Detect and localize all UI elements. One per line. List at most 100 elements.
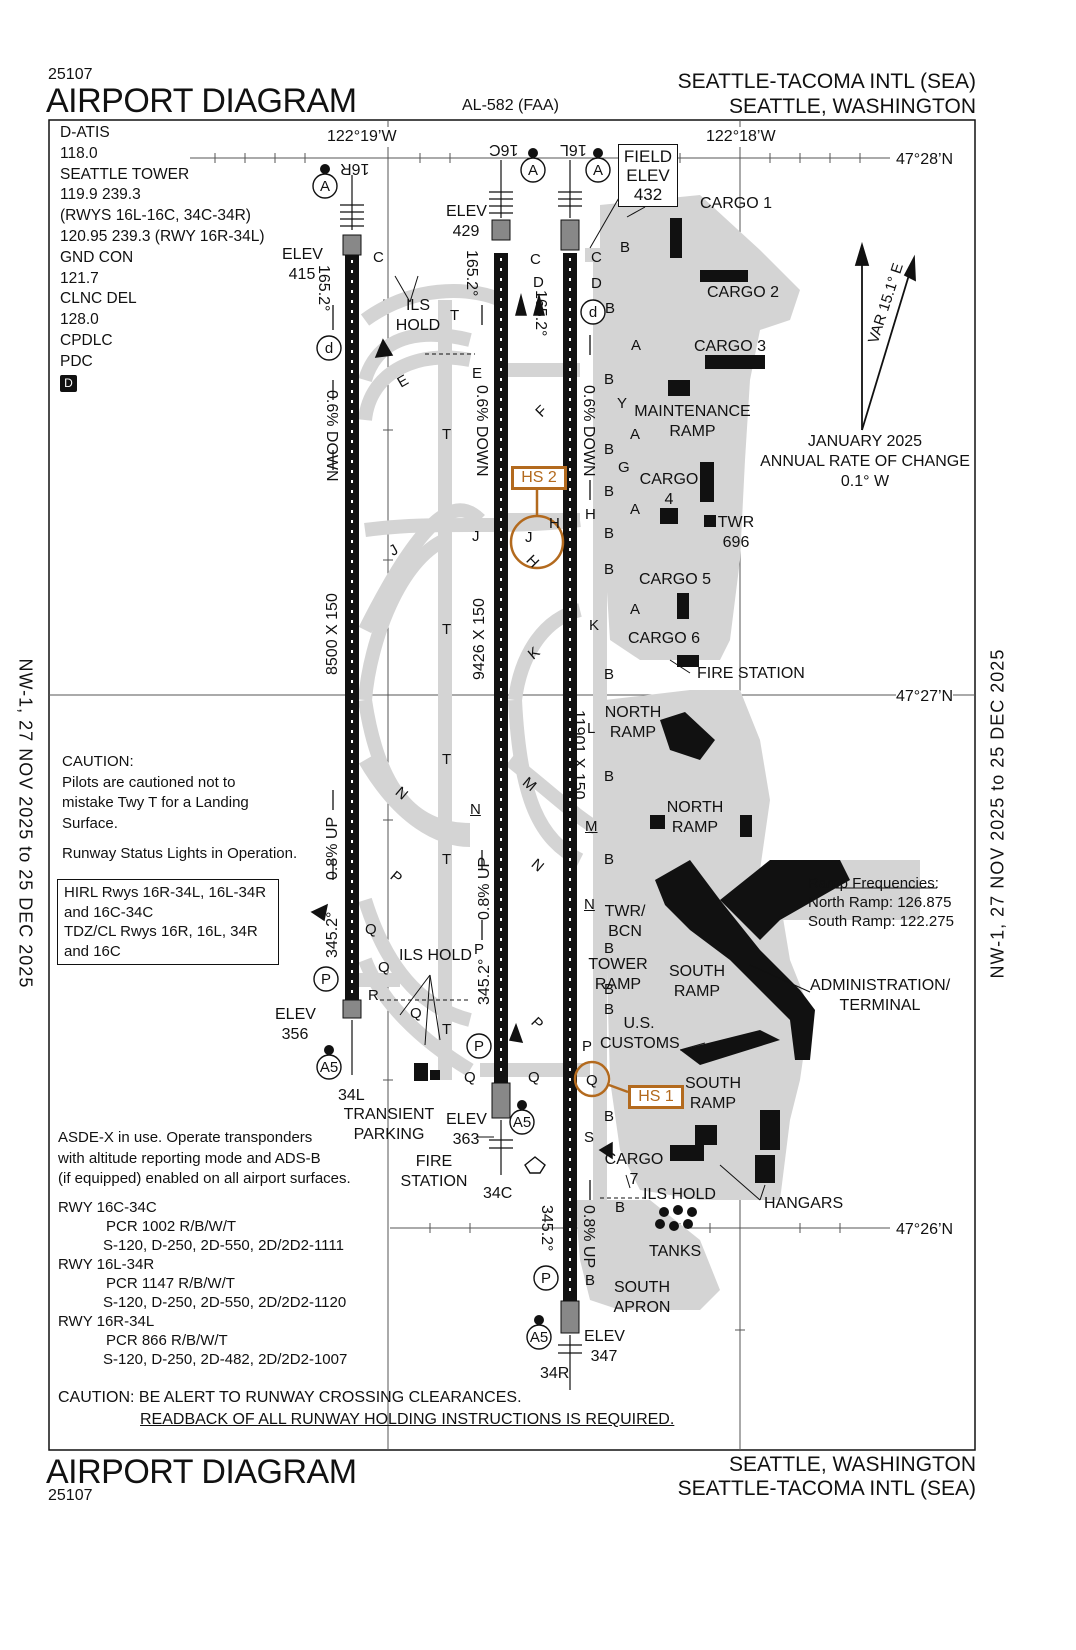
taxiway-label: B xyxy=(604,768,615,785)
freq-line: GND CON xyxy=(60,248,134,266)
area-tanks: TANKS xyxy=(649,1243,702,1260)
taxiway-label: C xyxy=(373,249,384,266)
area-north-ramp: NORTH xyxy=(604,704,662,721)
pcr-weights: S-120, D-250, 2D-550, 2D/2D2-1111 xyxy=(103,1237,344,1254)
taxiway-label: Q xyxy=(410,1005,422,1022)
area-north-ramp: RAMP xyxy=(609,724,657,741)
taxiway-label: J xyxy=(472,528,480,545)
elev-34C: 363 xyxy=(452,1131,480,1148)
area-tower-ramp: RAMP xyxy=(594,976,642,993)
area-cargo-6: CARGO 6 xyxy=(628,630,701,647)
taxiway-label: J xyxy=(525,529,533,546)
elev-label-16C: ELEV xyxy=(446,203,487,220)
hold-marker-a: A xyxy=(319,178,330,195)
pcr-runway: RWY 16L-34R xyxy=(58,1256,155,1273)
pcr-runway: RWY 16R-34L xyxy=(58,1313,155,1330)
magvar-date: JANUARY 2025 xyxy=(807,433,923,450)
elev-label-34R: ELEV xyxy=(584,1328,625,1345)
page-title: AIRPORT DIAGRAM xyxy=(46,82,357,120)
freq-line: (RWYS 16L-16C, 34C-34R) xyxy=(60,207,251,225)
freq-line: SEATTLE TOWER xyxy=(60,165,190,183)
heading-34C: 345.2° xyxy=(476,958,493,1005)
fire-station-north: FIRE STATION xyxy=(697,665,805,682)
taxiway-label: B xyxy=(585,1272,596,1289)
lighting-line: and 16C-34C xyxy=(64,903,154,921)
taxiway-label: D xyxy=(533,274,544,291)
taxiways xyxy=(355,248,607,1290)
area-cargo-7: 7 xyxy=(629,1171,639,1188)
tower-beacon: TWR/ xyxy=(604,903,646,920)
taxiway-label: L xyxy=(587,720,596,737)
area-maintenance: MAINTENANCE xyxy=(634,403,751,420)
runway-status-lights: Runway Status Lights in Operation. xyxy=(62,845,298,862)
hold-marker-p: P xyxy=(473,1038,484,1055)
freq-line: 128.0 xyxy=(60,311,99,329)
pcr-value: PCR 1002 R/B/W/T xyxy=(106,1218,237,1235)
taxiway-label: A xyxy=(630,601,641,618)
magvar-rate-label: ANNUAL RATE OF CHANGE xyxy=(760,453,970,470)
caution-line: mistake Twy T for a Landing xyxy=(62,794,249,811)
dimensions-16C-34C: 9426 X 150 xyxy=(471,598,488,680)
pcr-table: RWY 16C-34C PCR 1002 R/B/W/T S-120, D-25… xyxy=(58,1198,347,1369)
pcr-value: PCR 866 R/B/W/T xyxy=(106,1332,228,1349)
elev-34R: 347 xyxy=(590,1348,618,1365)
taxiway-label: H xyxy=(585,506,596,523)
tanks xyxy=(655,1205,697,1231)
frequencies-list: D-ATIS 118.0 SEATTLE TOWER 119.9 239.3 (… xyxy=(60,123,265,393)
runway-end-16C: 16C xyxy=(489,141,519,158)
taxiway-label: B xyxy=(604,851,615,868)
footer-title: AIRPORT DIAGRAM xyxy=(46,1453,357,1491)
taxiway-label: D xyxy=(591,275,602,292)
hold-marker-p: P xyxy=(540,1270,551,1287)
latitude-mid: 47°27’N xyxy=(896,687,954,707)
field-elev-label: FIELD xyxy=(623,147,673,166)
taxiway-label: A xyxy=(630,501,641,518)
taxiway-label: G xyxy=(618,459,630,476)
taxiway-label: K xyxy=(589,617,600,634)
administration-terminal: TERMINAL xyxy=(839,997,921,1014)
taxiway-label: T xyxy=(442,751,452,768)
lighting-line: TDZ/CL Rwys 16R, 16L, 34R xyxy=(64,923,258,940)
taxiway-label: B xyxy=(604,1108,615,1125)
control-tower-height: 696 xyxy=(722,534,750,551)
taxiway-label: S xyxy=(584,1129,595,1146)
taxiway-label: B xyxy=(615,1199,626,1216)
taxiway-label: B xyxy=(605,300,616,317)
elev-label-34C: ELEV xyxy=(446,1111,487,1128)
taxiway-label: Q xyxy=(365,921,377,938)
city-state: SEATTLE, WASHINGTON xyxy=(729,95,976,118)
fire-station-south: FIRE xyxy=(415,1153,453,1170)
pcr-weights: S-120, D-250, 2D-550, 2D/2D2-1120 xyxy=(103,1294,347,1311)
taxiway-label: M xyxy=(585,818,598,835)
area-north-ramp: NORTH xyxy=(666,799,724,816)
heading-16L: 165.2° xyxy=(532,290,549,337)
taxiway-label: N xyxy=(584,896,595,913)
area-cargo-5: CARGO 5 xyxy=(639,571,712,588)
taxiway-label: R xyxy=(368,987,379,1004)
hold-marker-a5: A5 xyxy=(319,1059,339,1076)
elev-34L: 356 xyxy=(281,1026,309,1043)
ils-hold-label: ILS xyxy=(405,297,430,314)
taxiway-label: T xyxy=(442,426,452,443)
gradient-34R: 0.8% UP xyxy=(580,1205,597,1269)
area-cargo-2: CARGO 2 xyxy=(707,284,780,301)
taxiway-label: T xyxy=(450,307,460,324)
heading-34L: 345.2° xyxy=(324,911,341,958)
runway-end-34C: 34C xyxy=(483,1185,513,1202)
taxiway-label: Q xyxy=(586,1072,598,1089)
tower-beacon: BCN xyxy=(608,923,642,940)
runway-end-34L: 34L xyxy=(338,1087,365,1104)
taxiway-label: B xyxy=(604,525,615,542)
field-elevation-box: FIELD ELEV 432 xyxy=(618,144,678,207)
latitude-bottom: 47°26’N xyxy=(896,1220,954,1240)
freq-line: 119.9 239.3 xyxy=(60,186,141,204)
taxiway-label: B xyxy=(604,561,615,578)
taxiway-label: Q xyxy=(528,1069,540,1086)
area-cargo-4: CARGO xyxy=(639,471,699,488)
gradient-34L: 0.8% UP xyxy=(324,816,341,880)
asde-line: (if equipped) enabled on all airport sur… xyxy=(58,1170,351,1187)
pdc-badge-icon: D xyxy=(60,374,77,392)
area-cargo-7: CARGO xyxy=(604,1151,664,1168)
area-cargo-1: CARGO 1 xyxy=(700,195,773,212)
